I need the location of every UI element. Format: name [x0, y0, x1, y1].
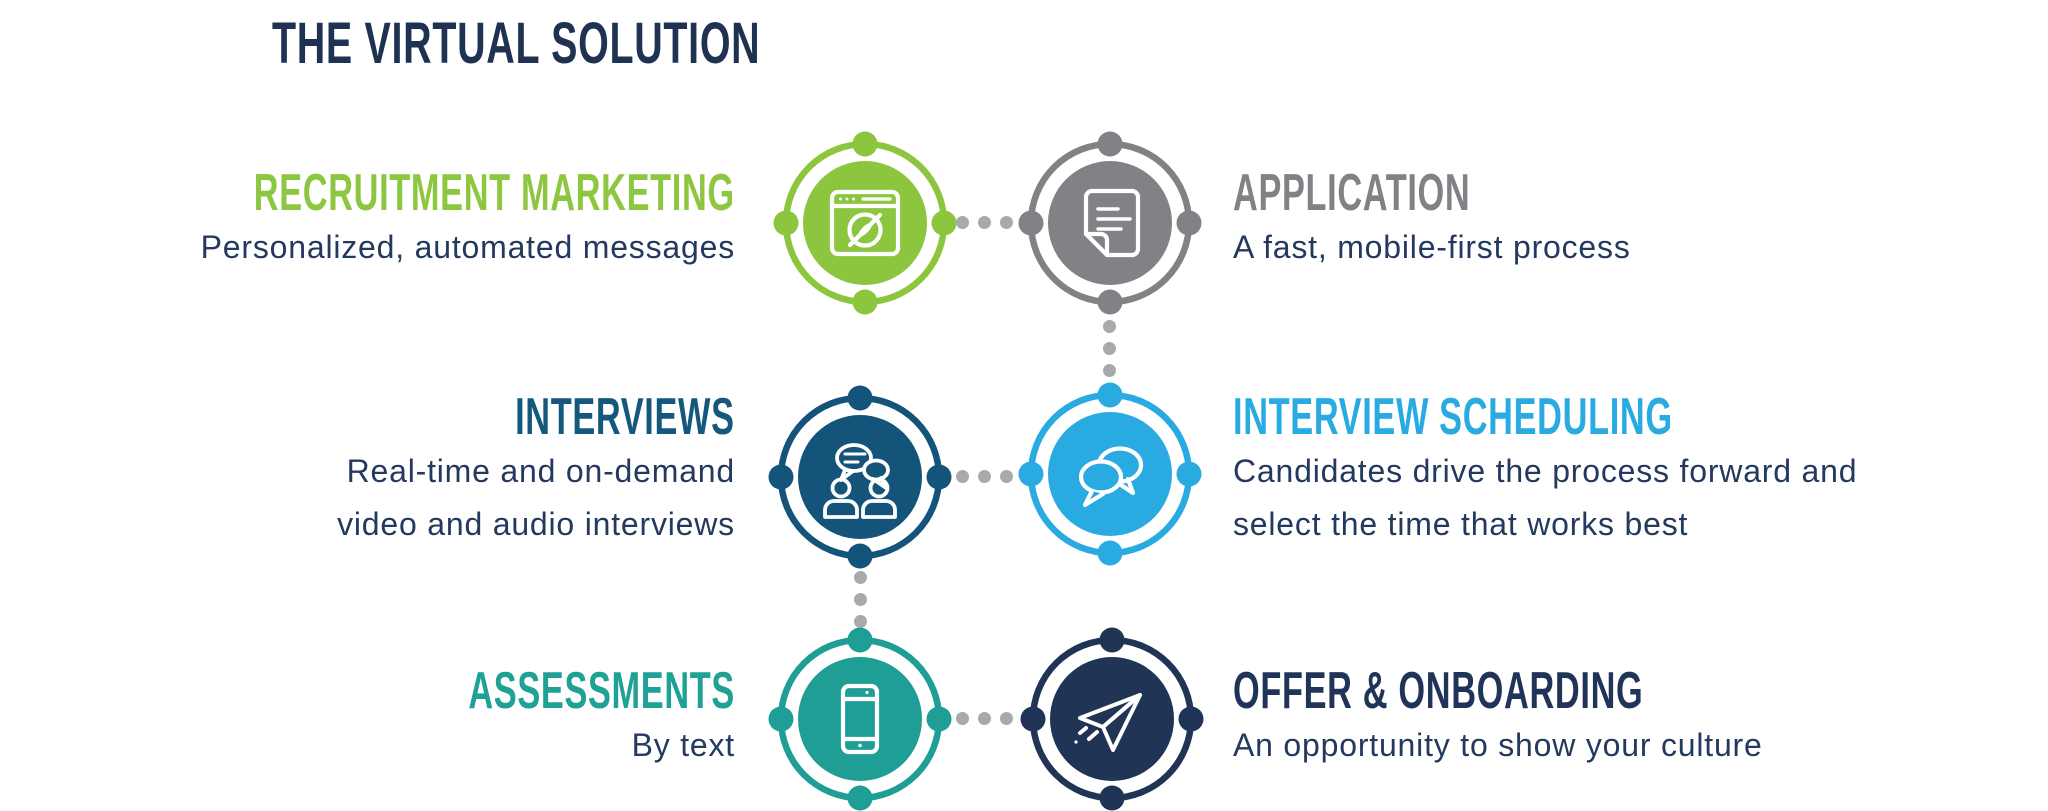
node-offer-onboarding: [1020, 627, 1204, 811]
node-recruitment-marketing: [773, 131, 957, 315]
node-interviews: [768, 385, 952, 569]
chat-bubbles-icon: [1078, 446, 1144, 508]
node-assessments: [768, 627, 952, 811]
connector-col-right-vertical: [1103, 320, 1116, 377]
smartphone-icon: [840, 683, 880, 755]
note-document-icon: [1083, 188, 1141, 258]
step-text-recruitment-marketing: RECRUITMENT MARKETING Personalized, auto…: [6, 166, 735, 274]
step-heading-interview-scheduling: INTERVIEW SCHEDULING: [1233, 388, 1673, 446]
node-application: [1018, 131, 1202, 315]
step-text-assessments: ASSESSMENTS By text: [331, 664, 735, 772]
connector-row2-horizontal: [956, 470, 1013, 483]
step-desc-interviews: Real-time and on-demand video and audio …: [337, 453, 735, 542]
step-heading-assessments: ASSESSMENTS: [468, 662, 735, 720]
page-title-text: THE VIRTUAL SOLUTION: [272, 11, 761, 76]
step-heading-application: APPLICATION: [1233, 164, 1471, 222]
step-text-interviews: INTERVIEWS Real-time and on-demand video…: [337, 390, 735, 551]
step-desc-interview-scheduling: Candidates drive the process forward and…: [1233, 453, 1858, 542]
node-interview-scheduling: [1018, 382, 1202, 566]
step-desc-offer-onboarding: An opportunity to show your culture: [1233, 727, 1763, 763]
paper-plane-icon: [1074, 693, 1142, 752]
step-text-application: APPLICATION A fast, mobile-first process: [1233, 166, 1631, 274]
connector-row3-horizontal: [956, 712, 1013, 725]
browser-compass-icon: [829, 189, 901, 257]
page-title: THE VIRTUAL SOLUTION: [272, 14, 990, 74]
step-heading-offer-onboarding: OFFER & ONBOARDING: [1233, 662, 1644, 720]
connector-row1-horizontal: [956, 216, 1013, 229]
step-heading-recruitment-marketing: RECRUITMENT MARKETING: [254, 164, 735, 222]
step-text-offer-onboarding: OFFER & ONBOARDING An opportunity to sho…: [1233, 664, 1855, 772]
connector-col-left-vertical: [854, 571, 867, 628]
step-desc-application: A fast, mobile-first process: [1233, 229, 1631, 265]
step-heading-interviews: INTERVIEWS: [515, 388, 735, 446]
step-text-interview-scheduling: INTERVIEW SCHEDULING Candidates drive th…: [1233, 390, 1899, 551]
people-conversation-icon: [823, 443, 897, 519]
step-desc-assessments: By text: [631, 727, 735, 763]
step-desc-recruitment-marketing: Personalized, automated messages: [200, 229, 735, 265]
